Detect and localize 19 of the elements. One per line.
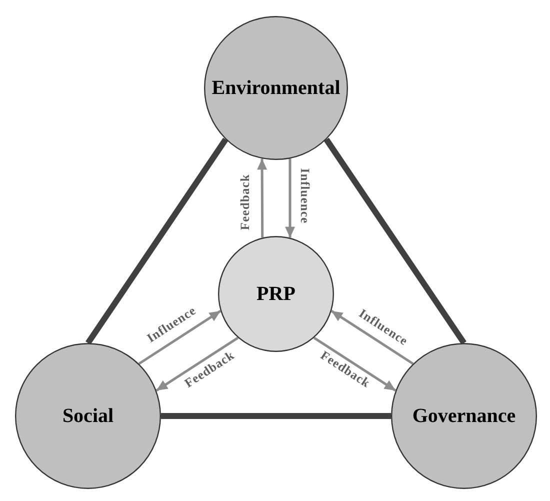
arrow	[313, 336, 396, 392]
arrow	[257, 158, 268, 238]
edge-label: Feedback	[239, 174, 253, 230]
edge-label: Influence	[297, 168, 311, 224]
connector-line	[161, 413, 391, 419]
circle-node	[218, 236, 334, 352]
arrow	[156, 336, 239, 392]
node-label: Social	[62, 405, 114, 427]
node-label: Governance	[412, 405, 516, 427]
circle-node	[15, 343, 161, 489]
node-label: PRP	[256, 283, 296, 305]
circle-node	[391, 343, 537, 489]
connector-line	[324, 138, 466, 345]
connector-line	[86, 138, 228, 345]
circle-node	[204, 16, 348, 160]
arrow	[285, 158, 296, 238]
arrow	[330, 310, 414, 365]
arrow	[138, 310, 222, 365]
node-label: Environmental	[212, 77, 340, 99]
